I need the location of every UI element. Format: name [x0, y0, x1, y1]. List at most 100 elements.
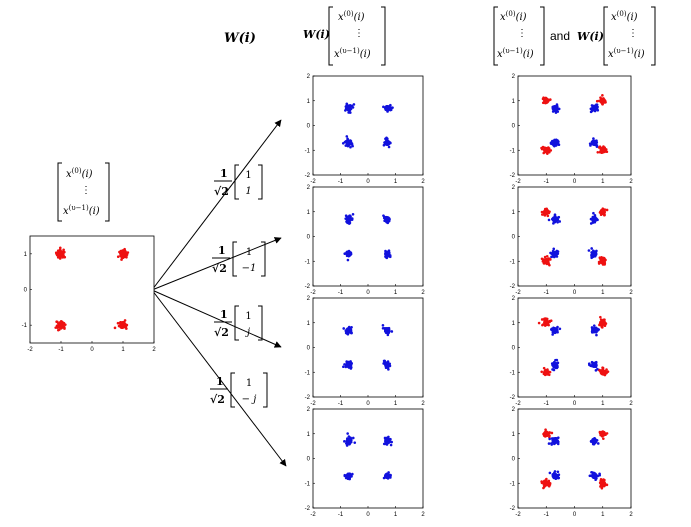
arrow-to-plot-4 — [151, 289, 287, 467]
plot-frame — [312, 186, 424, 287]
y-tick-label: 0 — [512, 124, 516, 130]
y-tick-label: -1 — [510, 148, 516, 154]
cluster-center — [543, 480, 550, 487]
svg-text:⋮: ⋮ — [628, 28, 638, 39]
cluster-center — [384, 361, 391, 369]
cluster-center — [551, 215, 558, 223]
x-tick-label: 1 — [601, 179, 605, 185]
red-cluster — [597, 366, 610, 377]
middle-header-vector: x(0)(i) ⋮ x(υ−1)(i) — [328, 6, 386, 66]
svg-text:x(0)(i): x(0)(i) — [500, 10, 527, 23]
y-tick-label: -2 — [305, 173, 311, 179]
y-tick-label: 1 — [512, 321, 516, 327]
blue-cluster — [343, 472, 354, 481]
blue-cluster — [382, 214, 391, 225]
y-tick-label: 1 — [24, 252, 28, 258]
precoder-1: 1√211 — [214, 164, 263, 200]
blue-cluster — [549, 247, 560, 259]
cluster-center — [551, 437, 558, 445]
precoder-bottom: j — [245, 327, 250, 338]
precoder-top: 1 — [246, 247, 252, 258]
cluster-center — [543, 208, 550, 215]
y-tick-label: 1 — [307, 99, 311, 105]
y-tick-label: 1 — [307, 321, 311, 327]
red-cluster — [540, 477, 552, 490]
precoder-top: 1 — [246, 378, 252, 389]
y-tick-label: -1 — [305, 481, 311, 487]
blue-cluster — [547, 436, 560, 446]
cluster-center — [543, 319, 550, 326]
y-tick-label: -1 — [305, 370, 311, 376]
precoder-coef-den: √2 — [212, 262, 227, 275]
blue-cluster — [382, 136, 392, 149]
red-cluster — [54, 246, 67, 260]
y-tick-label: 0 — [307, 235, 311, 241]
cluster-center — [591, 104, 598, 112]
y-tick-label: 0 — [307, 124, 311, 130]
blue-cluster — [587, 247, 598, 260]
precoder-coef-num: 1 — [220, 167, 228, 180]
y-tick-label: -1 — [510, 259, 516, 265]
red-cluster — [596, 145, 609, 155]
cluster-center — [543, 258, 550, 265]
x-tick-label: 2 — [629, 401, 633, 407]
cluster-center — [551, 472, 558, 480]
cluster-center — [591, 215, 598, 223]
cluster-center — [384, 437, 391, 445]
x-tick-label: 2 — [421, 290, 425, 296]
blue-cluster — [344, 213, 355, 225]
cluster-center — [591, 250, 598, 258]
y-tick-label: -1 — [510, 481, 516, 487]
plot-frame — [312, 297, 424, 398]
x-tick-label: 1 — [394, 512, 398, 518]
blue-cluster — [590, 324, 601, 337]
cluster-center — [345, 472, 352, 480]
y-tick-label: 2 — [307, 74, 311, 80]
svg-text:⋮: ⋮ — [354, 28, 364, 39]
blue-cluster — [342, 360, 353, 370]
x-tick-label: 1 — [121, 347, 125, 353]
y-tick-label: 2 — [307, 296, 311, 302]
cluster-center — [384, 215, 391, 223]
x-tick-label: 0 — [366, 512, 370, 518]
blue-cluster — [587, 360, 599, 372]
x-tick-label: -2 — [27, 347, 33, 353]
red-cluster — [598, 207, 609, 217]
cluster-center — [599, 97, 606, 104]
red-cluster — [54, 319, 67, 332]
x-tick-label: 2 — [152, 347, 156, 353]
cluster-center — [551, 139, 558, 147]
precoder-coef-den: √2 — [214, 326, 229, 339]
red-cluster — [540, 207, 551, 218]
cluster-center — [384, 104, 391, 112]
cluster-center — [543, 369, 550, 376]
blue-cluster — [343, 432, 357, 447]
y-tick-label: 2 — [512, 407, 516, 413]
svg-text:x(0)(i): x(0)(i) — [66, 167, 93, 180]
y-tick-label: -2 — [305, 506, 311, 512]
x-tick-label: -1 — [544, 179, 550, 185]
cluster-center — [599, 480, 606, 487]
x-tick-label: -1 — [338, 179, 344, 185]
x-tick-label: -1 — [544, 290, 550, 296]
cluster-center — [551, 250, 558, 258]
cluster-center — [384, 472, 391, 480]
svg-text:x(υ−1)(i): x(υ−1)(i) — [63, 204, 100, 217]
x-tick-label: -2 — [310, 179, 316, 185]
red-cluster — [540, 145, 553, 155]
y-tick-label: 1 — [512, 210, 516, 216]
x-tick-label: 2 — [629, 179, 633, 185]
x-tick-label: 1 — [394, 401, 398, 407]
plot-frame — [29, 235, 155, 344]
cluster-center — [384, 139, 391, 147]
cluster-center — [543, 147, 550, 154]
x-tick-label: -2 — [310, 512, 316, 518]
y-tick-label: 0 — [512, 457, 516, 463]
x-tick-label: 0 — [573, 401, 577, 407]
blue-cluster — [382, 435, 393, 447]
